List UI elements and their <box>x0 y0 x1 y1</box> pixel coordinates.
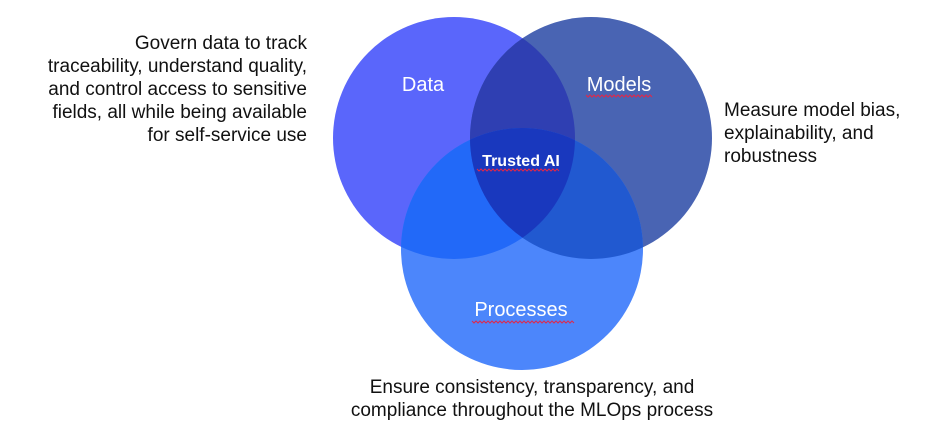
data-description-line: for self-service use <box>147 125 307 146</box>
processes-description-line: compliance throughout the MLOps process <box>350 400 714 421</box>
models-description-line: explainability, and <box>724 123 874 144</box>
center-spellcheck-underline <box>476 168 560 172</box>
data-description: Govern data to track traceability, under… <box>48 32 307 147</box>
models-spellcheck-underline <box>585 94 653 98</box>
models-label: Models <box>587 74 651 96</box>
models-description-line: Measure model bias, <box>724 100 901 121</box>
models-description: Measure model bias, explainability, and … <box>724 99 900 168</box>
data-label: Data <box>402 74 445 96</box>
data-description-line: fields, all while being available <box>52 102 307 123</box>
models-description-line: robustness <box>724 146 817 167</box>
data-description-line: Govern data to track <box>134 33 307 54</box>
center-label: Trusted AI <box>482 153 560 170</box>
processes-description-line: Ensure consistency, transparency, and <box>369 377 695 398</box>
data-description-line: and control access to sensitive <box>48 79 307 100</box>
processes-description: Ensure consistency, transparency, and co… <box>331 376 733 422</box>
processes-spellcheck-underline <box>471 320 575 324</box>
processes-label: Processes <box>474 299 567 321</box>
data-description-line: traceability, understand quality, <box>47 56 307 77</box>
